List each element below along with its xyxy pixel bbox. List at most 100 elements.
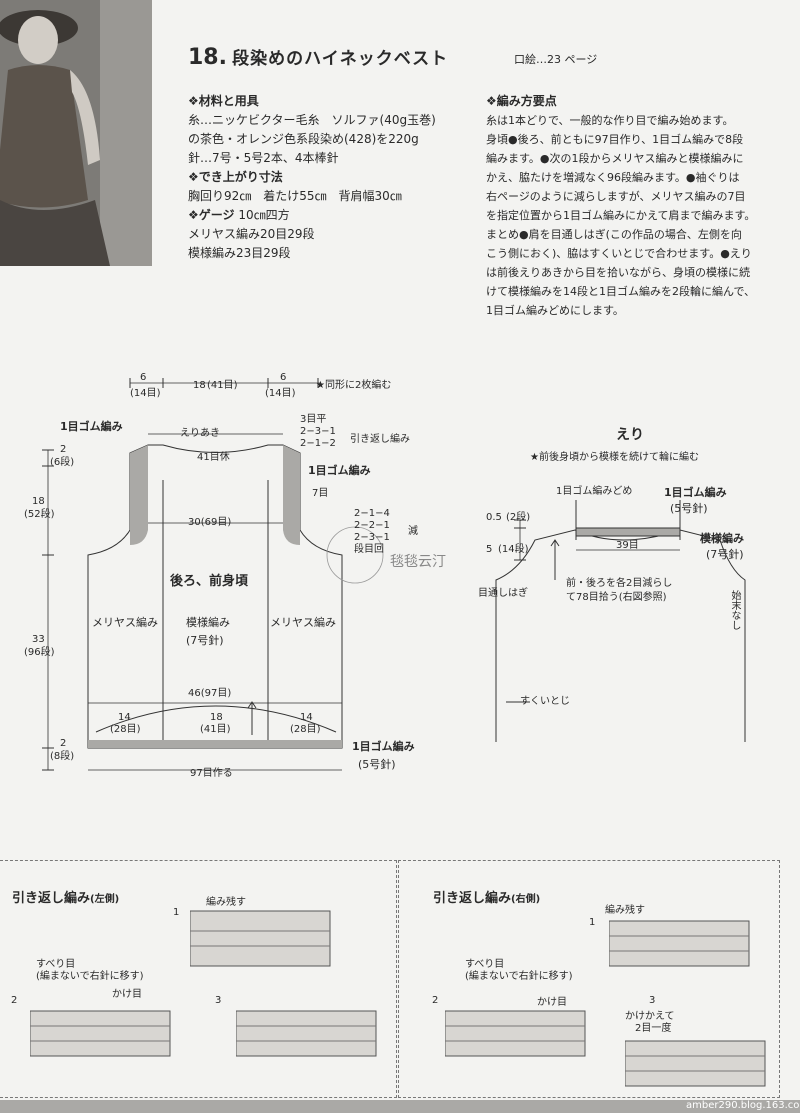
footer-url: amber290.blog.163.com: [686, 1100, 800, 1111]
side-dim-1: 2: [60, 444, 67, 455]
panel-right-knit-2: [445, 1010, 586, 1057]
materials-section: ❖材料と用具 糸…ニッケビクター毛糸 ソルファ(40g玉巻) の茶色・オレンジ色…: [188, 92, 436, 263]
watermark: 毯毯云汀: [390, 554, 446, 570]
howto-line: 右ページのように減らしますが、メリヤス編みの7目: [486, 190, 746, 203]
model-photo: [0, 0, 152, 266]
collar-graft: 目通しはぎ: [478, 588, 528, 599]
collar-sts39: 39目: [616, 540, 639, 551]
side-dim-2-rows: (52段): [24, 509, 55, 520]
howto-line: こう側におく)、脇はすくいとじで合わせます。●えり: [486, 247, 752, 260]
bottom-dim-left-sts: (28目): [110, 724, 141, 735]
panel-right-title: 引き返し編み(右側): [433, 887, 540, 906]
howto-line: 糸は1本どりで、一般的な作り目で編み始めます。: [486, 114, 734, 127]
collar-diagram: [495, 500, 746, 742]
pattern-center-needle: (7号針): [186, 634, 224, 647]
materials-heading: ❖材料と用具: [188, 94, 259, 108]
bottom-dim-center-sts: (41目): [200, 724, 231, 735]
bottom-dim-center: 18: [210, 712, 223, 723]
panel-right-step-1: 1: [589, 917, 596, 928]
gauge-heading-text: ❖ゲージ: [188, 208, 235, 222]
short-row-left-panel: 引き返し編み(左側) 編み残す すべり目 (編まないで右針に移す) かけ目 1 …: [0, 860, 397, 1098]
pattern-number: 18.: [188, 45, 227, 70]
collar-note: ★前後身頃から模様を続けて輪に編む: [530, 452, 699, 463]
short-row-label: 引き返し編み: [350, 434, 410, 445]
armhole-dec-3: 2−3−1: [354, 532, 390, 543]
size-line: 胸回り92㎝ 着たけ55㎝ 背肩幅30㎝: [188, 189, 402, 203]
side-dim-4-rows: (8段): [50, 751, 75, 762]
howto-line: 編みます。●次の1段からメリヤス編みと模様編みに: [486, 152, 744, 165]
panel-right-k2tog: 2目一度: [635, 1023, 672, 1034]
panel-left-remain: 編み残す: [206, 897, 246, 908]
bottom-rib-band: [88, 740, 342, 748]
bottom-dim-left: 14: [118, 712, 131, 723]
gauge-unit: 10㎝四方: [238, 208, 290, 222]
collar-bind-off: 1目ゴム編みどめ: [556, 486, 633, 497]
width-30-label: 30(69目): [188, 517, 232, 528]
decrease-label: 減: [408, 526, 418, 537]
collar-rib-needle: (5号針): [670, 502, 708, 515]
side-dim-1-rows: (6段): [50, 457, 75, 468]
shoulder-dec-2: 2−1−2: [300, 438, 336, 449]
footer-bar: [0, 1100, 800, 1113]
panel-right-title-text: 引き返し編み: [433, 891, 512, 906]
materials-line: 糸…ニッケビクター毛糸 ソルファ(40g玉巻): [188, 113, 436, 127]
howto-section: ❖編み方要点 糸は1本どりで、一般的な作り目で編み始めます。 身頃●後ろ、前とも…: [486, 92, 755, 320]
rib-top-label: 1目ゴム編み: [60, 420, 123, 433]
panel-right-side: (右側): [511, 894, 541, 905]
pattern-center: 模様編み: [186, 616, 230, 629]
panel-right-slip: すべり目: [465, 959, 505, 970]
collar-pattern-needle: (7号針): [706, 548, 744, 561]
collar-dim-1: 0.5: [486, 512, 502, 523]
pattern-title: 18. 段染めのハイネックベスト: [188, 44, 448, 70]
howto-heading: ❖編み方要点: [486, 94, 557, 108]
materials-line: の茶色・オレンジ色系段染め(428)を220g: [188, 132, 419, 146]
width-46-label: 46(97目): [188, 688, 232, 699]
sts7-label: 7目: [312, 488, 329, 499]
cast-on-label: 97目作る: [190, 768, 233, 779]
size-heading-text: でき上がり寸法: [198, 170, 283, 184]
armhole-dec-1: 2−1−4: [354, 508, 390, 519]
side-dim-4: 2: [60, 738, 67, 749]
howto-heading-text: 編み方要点: [496, 94, 557, 108]
side-dim-2: 18: [32, 496, 45, 507]
side-dim-3: 33: [32, 634, 45, 645]
top-dim-center-sts: (41目): [207, 380, 238, 391]
collar-start: 始末なし: [729, 590, 740, 630]
howto-line: かえ、脇たけを増減なく96段編みます。●袖ぐりは: [486, 171, 740, 184]
model-photo-art: [0, 0, 152, 266]
rib-bottom-label: 1目ゴム編み: [352, 740, 415, 753]
shoulder-sts-label: 3目平: [300, 414, 327, 425]
body-main-label: 後ろ、前身頃: [170, 574, 249, 589]
stockinette-right: メリヤス編み: [270, 616, 336, 629]
panel-left-step-2: 2: [11, 995, 18, 1006]
gauge-heading-label: ゲージ: [198, 208, 235, 222]
panel-right-knit-3: [625, 1040, 766, 1087]
materials-heading-text: 材料と用具: [198, 94, 259, 108]
collar-pickup-1: 前・後ろを各2目減らし: [566, 578, 673, 589]
panel-left-knit-2: [30, 1010, 171, 1057]
panel-left-slip: すべり目: [36, 959, 76, 970]
gauge-line: メリヤス編み20目29段: [188, 227, 315, 241]
shoulder-dec-1: 2−3−1: [300, 426, 336, 437]
bottom-dim-right: 14: [300, 712, 313, 723]
armhole-dec-2: 2−2−1: [354, 520, 390, 531]
panel-right-remain: 編み残す: [605, 905, 645, 916]
panel-right-slip-note: (編まないで右針に移す): [465, 971, 573, 982]
howto-line: 身頃●後ろ、前ともに97目作り、1目ゴム編みで8段: [486, 133, 744, 146]
rib-armhole-label: 1目ゴム編み: [308, 464, 371, 477]
size-heading: ❖でき上がり寸法: [188, 170, 283, 184]
collar-pattern: 模様編み: [700, 532, 744, 545]
body-diagram: [42, 378, 384, 771]
panel-left-title: 引き返し編み(左側): [12, 887, 119, 906]
panel-left-step-3: 3: [215, 995, 222, 1006]
panel-right-step-3: 3: [649, 995, 656, 1006]
top-dim-right: 6: [280, 372, 287, 383]
left-armhole-band: [130, 445, 148, 545]
howto-line: を指定位置から1目ゴム編みにかえて肩まで編みます。: [486, 209, 756, 222]
panel-right-knit-1: [609, 920, 750, 967]
collar-title: えり: [616, 427, 644, 443]
top-dim-center: 18: [193, 380, 206, 391]
panel-left-yo: かけ目: [112, 989, 142, 1000]
pattern-name: 段染めのハイネックベスト: [232, 49, 449, 69]
neck-sts-label: 41目休: [197, 452, 230, 463]
